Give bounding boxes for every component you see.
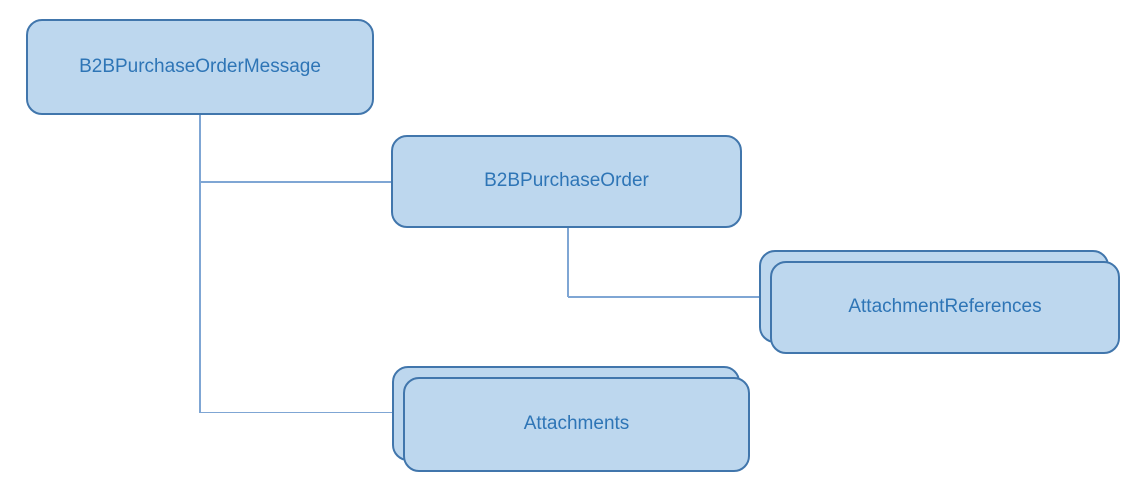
connector-order-trunk xyxy=(567,227,569,297)
node-attachments-label: Attachments xyxy=(523,413,630,435)
node-b2b-purchase-order-label: B2BPurchaseOrder xyxy=(484,170,649,192)
node-attachments: Attachments xyxy=(403,377,750,472)
connector-message-to-attachments xyxy=(200,411,392,413)
node-b2b-purchase-order-message-label: B2BPurchaseOrderMessage xyxy=(79,55,321,77)
connector-message-trunk xyxy=(199,114,201,413)
node-b2b-purchase-order: B2BPurchaseOrder xyxy=(391,135,742,228)
node-attachment-references-label: AttachmentReferences xyxy=(848,296,1042,318)
node-attachment-references: AttachmentReferences xyxy=(770,261,1120,354)
connector-order-to-attachmentreferences xyxy=(568,296,759,298)
node-b2b-purchase-order-message: B2BPurchaseOrderMessage xyxy=(26,19,374,115)
connector-message-to-order xyxy=(200,181,391,183)
